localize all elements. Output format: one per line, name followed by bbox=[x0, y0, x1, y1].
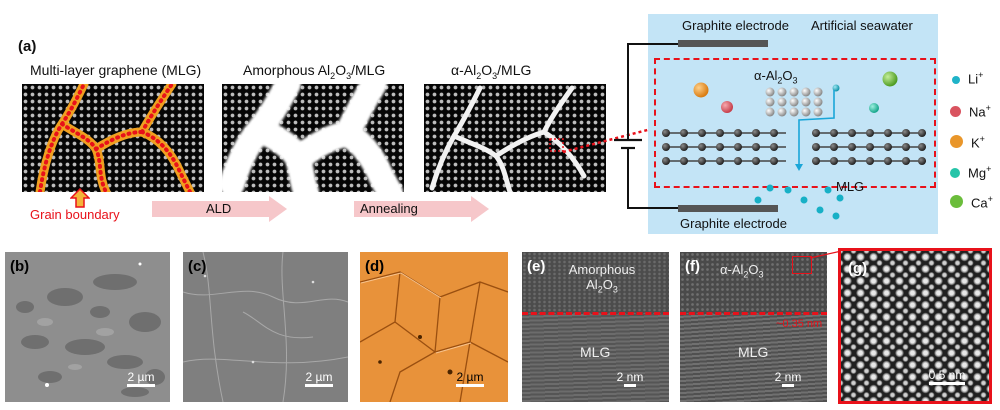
alpha-title: α-Al2O3/MLG bbox=[451, 62, 532, 81]
panel-f-tem: (f) α-Al2O3 ~0.35 nm MLG 2 nm bbox=[680, 252, 827, 402]
panel-c-sem: (c) 2 µm bbox=[183, 252, 348, 402]
annealing-arrow: Annealing bbox=[354, 196, 489, 222]
mlg-region-f bbox=[680, 314, 827, 402]
ald-label: ALD bbox=[206, 201, 232, 216]
filtered-li-ions bbox=[754, 184, 844, 220]
grain-boundary-arrow-icon bbox=[70, 188, 90, 208]
panel-f-mlg-label: MLG bbox=[738, 344, 769, 360]
amorphous-coating bbox=[222, 84, 403, 192]
interface-line-e bbox=[522, 312, 669, 315]
panel-d-scalebar: 2 µm bbox=[450, 370, 490, 387]
panel-e-scale-text: 2 nm bbox=[616, 370, 644, 384]
panel-c-scalebar: 2 µm bbox=[301, 370, 337, 387]
grain-boundary-label: Grain boundary bbox=[30, 207, 120, 222]
legend-li: Li+ bbox=[950, 70, 983, 86]
legend-ca: Ca+ bbox=[950, 194, 993, 210]
panel-g-hrtem: (g) 0.5 nm bbox=[838, 248, 992, 404]
legend-k: K+ bbox=[950, 134, 985, 150]
amorphous-sheet bbox=[222, 84, 404, 192]
al2o3-crystal bbox=[765, 87, 823, 117]
na-ion bbox=[721, 101, 733, 113]
mlg-cell-label: MLG bbox=[836, 179, 865, 194]
panel-g-label: (g) bbox=[848, 260, 868, 277]
mlg-sheet bbox=[22, 84, 204, 192]
bottom-electrode-label: Graphite electrode bbox=[680, 216, 787, 231]
panel-f-scalebar: 2 nm bbox=[770, 370, 806, 387]
sem-texture-c bbox=[183, 252, 348, 402]
panel-a-label: (a) bbox=[18, 38, 37, 55]
ion-path bbox=[798, 90, 835, 166]
ca-ion-icon bbox=[950, 195, 963, 209]
grain-boundary-lines bbox=[35, 84, 195, 192]
na-ion-icon bbox=[950, 106, 961, 118]
panel-b-scalebar: 2 µm bbox=[123, 370, 159, 387]
panel-c-scale-text: 2 µm bbox=[305, 370, 333, 384]
panel-e-top-label: Amorphous Al2O3 bbox=[568, 262, 636, 295]
mg-ion-icon bbox=[950, 168, 960, 179]
mlg-title: Multi-layer graphene (MLG) bbox=[30, 62, 202, 78]
panel-b-scale-text: 2 µm bbox=[127, 370, 155, 384]
legend-mg: Mg+ bbox=[950, 164, 991, 180]
panel-f-scale-text: 2 nm bbox=[774, 370, 802, 384]
panel-d-label: (d) bbox=[365, 258, 385, 275]
afm-texture bbox=[360, 271, 508, 402]
panel-e-scalebar: 2 nm bbox=[612, 370, 648, 387]
panel-g-scale-text: 0.5 nm bbox=[928, 368, 966, 382]
amorphous-title: Amorphous Al2O3/MLG bbox=[243, 62, 386, 81]
alpha-sheet bbox=[424, 84, 606, 192]
sem-texture-b bbox=[16, 262, 165, 397]
annealing-label: Annealing bbox=[360, 201, 418, 216]
atomic-lattice bbox=[841, 251, 989, 401]
panel-g-scalebar: 0.5 nm bbox=[922, 368, 972, 385]
alpha-coating bbox=[429, 85, 587, 192]
legend-na: Na+ bbox=[950, 103, 991, 119]
panel-e-mlg-label: MLG bbox=[580, 344, 611, 360]
mlg-region-e bbox=[522, 314, 669, 402]
li-ion bbox=[832, 84, 840, 92]
cell-container bbox=[648, 14, 938, 234]
k-ion-icon bbox=[950, 135, 963, 149]
top-electrode bbox=[678, 40, 768, 47]
crystal-label: α-Al2O3 bbox=[754, 68, 798, 86]
panel-e-label: (e) bbox=[527, 258, 546, 275]
panel-f-label: (f) bbox=[685, 258, 700, 275]
zoom-detail-box: α-Al2O3 bbox=[654, 58, 936, 188]
amorphous-region bbox=[522, 252, 669, 314]
mg-ion bbox=[869, 103, 879, 113]
ald-arrow: ALD bbox=[152, 196, 287, 222]
bottom-electrode bbox=[678, 205, 778, 212]
panel-d-scale-text: 2 µm bbox=[456, 370, 484, 384]
crystal-region bbox=[680, 252, 827, 314]
panel-f-spacing: ~0.35 nm bbox=[776, 318, 823, 330]
medium-label: Artificial seawater bbox=[811, 18, 913, 33]
li-ion-icon bbox=[952, 76, 960, 85]
panel-b-sem: (b) 2 µm bbox=[5, 252, 170, 402]
zoom-box bbox=[549, 138, 564, 152]
membrane-diagram bbox=[662, 71, 926, 171]
panel-e-tem: (e) Amorphous Al2O3 MLG 2 nm bbox=[522, 252, 669, 402]
top-electrode-label: Graphite electrode bbox=[682, 18, 789, 33]
circuit-wire bbox=[614, 43, 678, 209]
interface-line-f bbox=[680, 312, 827, 315]
zoom-region-box bbox=[792, 256, 812, 274]
k-ion bbox=[693, 82, 709, 98]
panel-c-label: (c) bbox=[188, 258, 207, 275]
panel-d-afm: (d) 2 µm bbox=[360, 252, 508, 402]
panel-f-top-label: α-Al2O3 bbox=[720, 262, 764, 280]
ca-ion bbox=[882, 71, 898, 87]
panel-b-label: (b) bbox=[10, 258, 30, 275]
